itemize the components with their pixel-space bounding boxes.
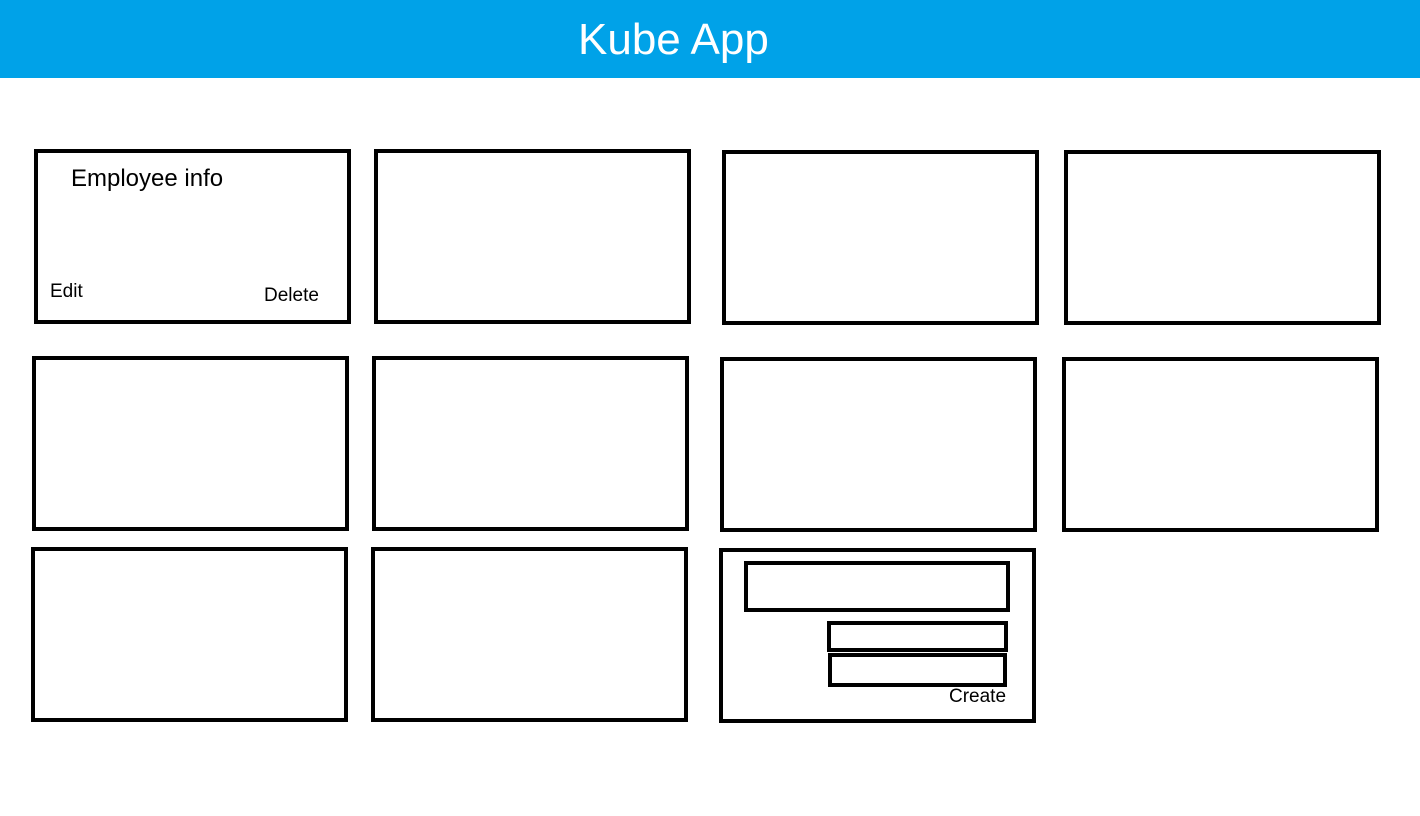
name-input[interactable] xyxy=(744,561,1010,612)
create-button[interactable]: Create xyxy=(949,686,1007,707)
employee-card-empty xyxy=(1062,357,1379,532)
field-input[interactable] xyxy=(827,621,1008,652)
field-input[interactable] xyxy=(828,653,1007,687)
employee-card-empty xyxy=(1064,150,1381,325)
employee-card-empty xyxy=(31,547,348,722)
create-employee-card: Create xyxy=(719,548,1036,723)
employee-card-empty xyxy=(32,356,349,531)
employee-card-empty xyxy=(722,150,1039,325)
edit-button[interactable]: Edit xyxy=(50,281,83,302)
employee-card-empty xyxy=(720,357,1037,532)
employee-info-title: Employee info xyxy=(71,165,224,192)
employee-card-empty xyxy=(371,547,688,722)
employee-card-empty xyxy=(374,149,691,324)
delete-button[interactable]: Delete xyxy=(264,285,319,306)
employee-card: Employee info Edit Delete xyxy=(34,149,351,324)
app-title: Kube App xyxy=(578,15,769,64)
app-header: Kube App xyxy=(0,0,1420,78)
employee-card-empty xyxy=(372,356,689,531)
